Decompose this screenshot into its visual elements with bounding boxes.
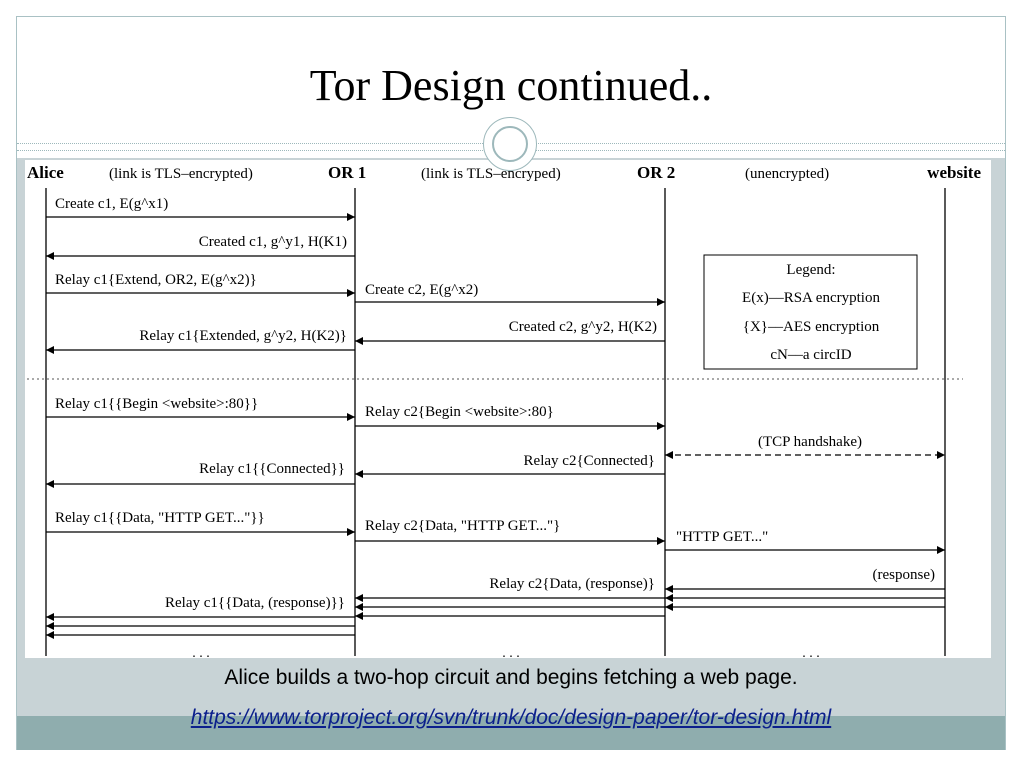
msg-response-c2-label: Relay c2{Data, (response)} — [489, 576, 655, 592]
diagram-background — [25, 160, 991, 658]
participant-website: website — [927, 163, 981, 182]
ellipsis-or1-or2: . . . — [502, 646, 520, 658]
msg-create-c1-label: Create c1, E(g^x1) — [55, 196, 168, 212]
ellipsis-alice-or1: . . . — [192, 646, 210, 658]
msg-connected-c2-label: Relay c2{Connected} — [524, 453, 655, 469]
msg-response-label: (response) — [873, 567, 935, 583]
participant-or2: OR 2 — [637, 163, 675, 182]
participant-alice: Alice — [27, 163, 64, 182]
msg-created-c2-label: Created c2, g^y2, H(K2) — [509, 319, 657, 335]
legend-line-circid: cN––a circID — [770, 347, 851, 363]
slide-caption: Alice builds a two-hop circuit and begin… — [224, 666, 798, 689]
msg-http-get-label: "HTTP GET..." — [676, 529, 768, 545]
msg-response-c1-label: Relay c1{{Data, (response)}} — [165, 595, 345, 611]
legend-title: Legend: — [786, 262, 835, 278]
link-label-or1-or2: (link is TLS–encryped) — [421, 166, 561, 182]
participant-or1: OR 1 — [328, 163, 366, 182]
msg-create-c2-label: Create c2, E(g^x2) — [365, 282, 478, 298]
link-label-alice-or1: (link is TLS–encrypted) — [109, 166, 253, 182]
legend-line-aes: {X}––AES encryption — [743, 319, 880, 335]
link-label-or2-website: (unencrypted) — [745, 166, 829, 182]
msg-begin-c2-label: Relay c2{Begin <website>:80} — [365, 404, 554, 420]
footer-band — [17, 716, 1005, 750]
ellipsis-or2-website: . . . — [802, 646, 820, 658]
sequence-diagram: Alice (link is TLS–encrypted) OR 1 (link… — [27, 163, 981, 658]
slide-title: Tor Design continued.. — [309, 61, 713, 110]
source-link[interactable]: https://www.torproject.org/svn/trunk/doc… — [190, 706, 832, 729]
legend-box — [703, 254, 918, 370]
msg-begin-c1-label: Relay c1{{Begin <website>:80}} — [55, 396, 258, 412]
msg-connected-c1-label: Relay c1{{Connected}} — [199, 461, 345, 477]
msg-extended-label: Relay c1{Extended, g^y2, H(K2)} — [139, 328, 347, 344]
msg-data-c2-label: Relay c2{Data, "HTTP GET..."} — [365, 518, 560, 534]
title-ornament-ring — [492, 126, 528, 162]
legend-line-rsa: E(x)––RSA encryption — [742, 290, 880, 306]
msg-extend-label: Relay c1{Extend, OR2, E(g^x2)} — [55, 272, 257, 288]
msg-created-c1-label: Created c1, g^y1, H(K1) — [199, 234, 347, 250]
title-ornament — [483, 117, 537, 171]
msg-tcp-handshake-label: (TCP handshake) — [758, 434, 862, 450]
msg-data-c1-label: Relay c1{{Data, "HTTP GET..."}} — [55, 510, 265, 526]
